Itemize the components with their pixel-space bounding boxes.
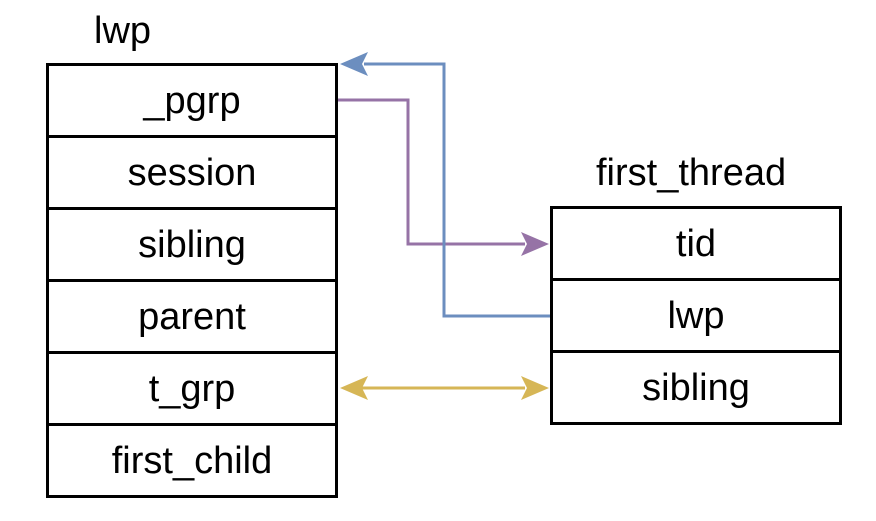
pgrp-to-tid-connector: [338, 98, 549, 256]
arrowhead-icon: [521, 232, 549, 256]
arrowhead-icon: [340, 52, 368, 76]
first-thread-field-lwp: lwp: [553, 281, 839, 353]
first-thread-field-tid: tid: [553, 209, 839, 281]
lwp-back-pointer-connector: [340, 52, 550, 318]
lwp-struct-title: lwp: [94, 10, 152, 52]
lwp-field-first-child: first_child: [49, 426, 335, 498]
first-thread-struct-box: tid lwp sibling: [550, 206, 842, 425]
lwp-field-session: session: [49, 138, 335, 210]
lwp-field-sibling: sibling: [49, 210, 335, 282]
arrowhead-icon: [340, 376, 368, 400]
arrowhead-icon: [521, 376, 549, 400]
first-thread-struct-title: first_thread: [596, 152, 787, 194]
lwp-struct-box: _pgrp session sibling parent t_grp first…: [46, 63, 338, 498]
tgrp-sibling-connector: [340, 376, 549, 400]
lwp-field-t-grp: t_grp: [49, 354, 335, 426]
lwp-field-parent: parent: [49, 282, 335, 354]
lwp-field-pgrp: _pgrp: [49, 66, 335, 138]
first-thread-field-sibling: sibling: [553, 353, 839, 425]
